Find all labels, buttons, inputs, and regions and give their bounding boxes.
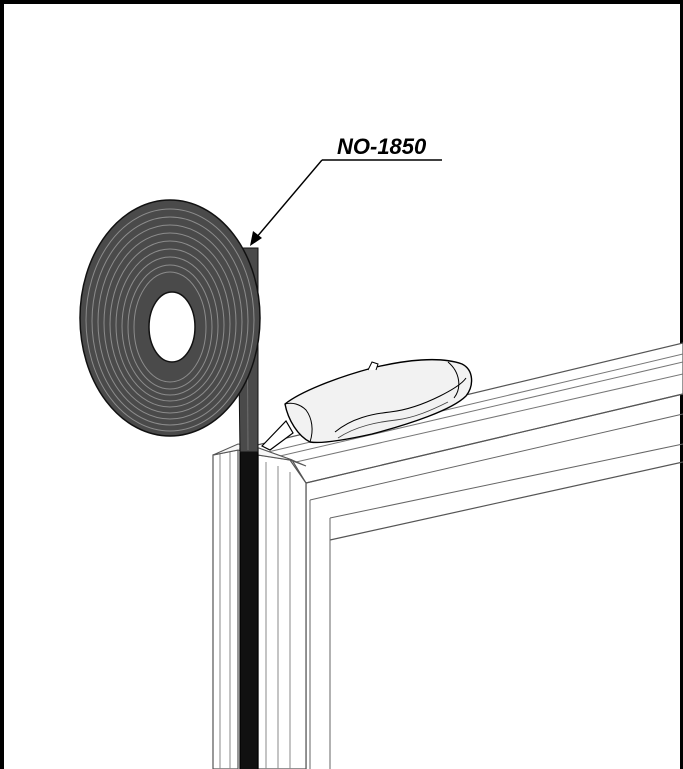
utility-knife-icon — [261, 358, 473, 451]
top-rail-line — [329, 461, 683, 541]
left-jamb-inner — [257, 454, 307, 769]
leader-line — [255, 159, 323, 239]
seal-strip — [239, 448, 259, 769]
top-rail-line — [295, 373, 683, 463]
top-rail-line — [329, 443, 683, 519]
top-rail-line — [305, 393, 683, 484]
part-number-label: NO-1850 — [337, 134, 427, 159]
top-rail-line — [279, 361, 683, 457]
tape-roll-icon — [79, 199, 261, 453]
left-jamb-outer — [212, 449, 239, 769]
part-callout: NO-1850 — [250, 134, 442, 246]
top-rail-line — [309, 413, 683, 501]
leader-arrowhead — [250, 231, 262, 246]
